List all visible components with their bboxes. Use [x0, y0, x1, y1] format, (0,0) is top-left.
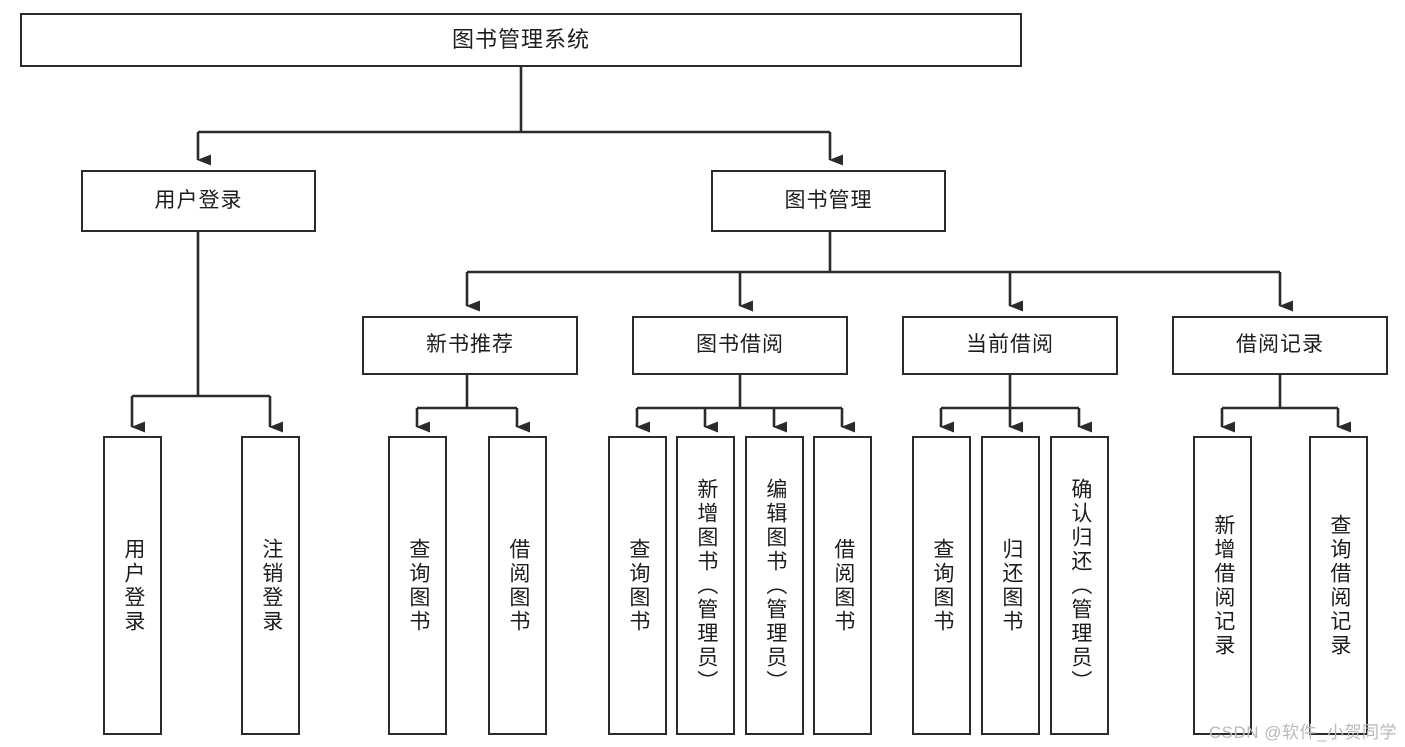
node-current-borrowing[interactable]: 当前借阅 [902, 316, 1118, 375]
node-label: 归还图书 [999, 537, 1023, 634]
node-leaf-user-login[interactable]: 用户登录 [103, 436, 162, 735]
node-label: 借阅记录 [1236, 333, 1324, 357]
node-label: 查询图书 [930, 537, 954, 634]
node-label: 当前借阅 [966, 333, 1054, 357]
node-label: 图书管理 [784, 188, 873, 212]
node-label: 查询图书 [626, 537, 650, 634]
node-label: 新增图书（管理员） [694, 477, 718, 694]
node-leaf-confirm-return-admin[interactable]: 确认归还（管理员） [1050, 436, 1109, 735]
node-label: 查询图书 [406, 537, 430, 634]
node-leaf-edit-book-admin[interactable]: 编辑图书（管理员） [745, 436, 804, 735]
node-label: 查询借阅记录 [1327, 513, 1351, 658]
node-label: 注销登录 [259, 537, 283, 634]
node-leaf-query-book-current[interactable]: 查询图书 [912, 436, 971, 735]
node-label: 借阅图书 [506, 537, 530, 634]
node-label: 新书推荐 [426, 333, 514, 357]
node-leaf-query-book-borrowing[interactable]: 查询图书 [608, 436, 667, 735]
node-book-management[interactable]: 图书管理 [711, 170, 946, 232]
node-leaf-logout-login[interactable]: 注销登录 [241, 436, 300, 735]
node-leaf-borrow-book-borrowing[interactable]: 借阅图书 [813, 436, 872, 735]
node-label: 新增借阅记录 [1211, 513, 1235, 658]
node-label: 用户登录 [154, 188, 243, 212]
node-leaf-add-borrowing-record[interactable]: 新增借阅记录 [1193, 436, 1252, 735]
node-book-borrowing[interactable]: 图书借阅 [632, 316, 848, 375]
node-label: 借阅图书 [831, 537, 855, 634]
node-label: 图书管理系统 [451, 27, 590, 53]
node-new-book-recommendation[interactable]: 新书推荐 [362, 316, 578, 375]
node-leaf-add-book-admin[interactable]: 新增图书（管理员） [676, 436, 735, 735]
node-label: 编辑图书（管理员） [763, 477, 787, 694]
node-root-book-management-system[interactable]: 图书管理系统 [20, 13, 1022, 67]
node-label: 确认归还（管理员） [1068, 477, 1092, 694]
watermark: CSDN @软件_小贺同学 [1208, 723, 1397, 742]
node-leaf-query-borrowing-record[interactable]: 查询借阅记录 [1309, 436, 1368, 735]
node-user-login[interactable]: 用户登录 [81, 170, 316, 232]
node-label: 用户登录 [121, 537, 145, 634]
node-leaf-return-book[interactable]: 归还图书 [981, 436, 1040, 735]
node-label: 图书借阅 [696, 333, 784, 357]
node-leaf-borrow-book-recommendation[interactable]: 借阅图书 [488, 436, 547, 735]
node-borrowing-records[interactable]: 借阅记录 [1172, 316, 1388, 375]
node-leaf-query-book-recommendation[interactable]: 查询图书 [388, 436, 447, 735]
